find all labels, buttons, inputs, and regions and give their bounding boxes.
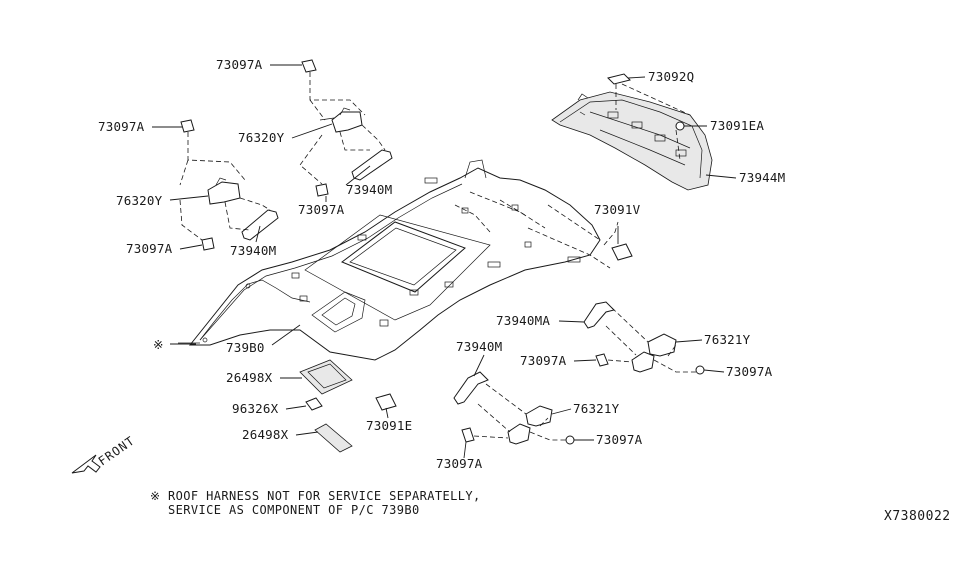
label-76320Y-left: 76320Y	[116, 193, 163, 208]
label-73092Q: 73092Q	[648, 69, 694, 84]
pad-73091E-icon	[375, 393, 397, 411]
label-73940M-left: 73940M	[230, 243, 276, 258]
label-96326X: 96326X	[232, 401, 279, 416]
headlining-panel	[188, 159, 611, 361]
front-arrow-icon	[71, 454, 101, 474]
roof-harness	[178, 279, 311, 344]
left-grip-assembly	[179, 119, 279, 251]
label-73091V: 73091V	[594, 202, 641, 217]
harness-marker: ※	[153, 337, 164, 352]
label-73097A-right-lower-left: 73097A	[436, 456, 483, 471]
leader-lines	[152, 64, 737, 459]
label-73097A-top: 73097A	[216, 57, 263, 72]
label-73097A-mid: 73097A	[298, 202, 345, 217]
right-lower-grip-assembly	[453, 371, 575, 445]
label-73097A-right-upper-right: 73097A	[726, 364, 773, 379]
rear-trim-panel	[551, 91, 713, 191]
label-73097A-left-top: 73097A	[98, 119, 145, 134]
label-73097A-right-lower-right: 73097A	[596, 432, 643, 447]
label-26498X-upper: 26498X	[226, 370, 273, 385]
label-73097A-right-upper-left: 73097A	[520, 353, 567, 368]
label-73091EA: 73091EA	[710, 118, 764, 133]
upper-grip-assembly	[299, 59, 393, 197]
label-76321Y-upper: 76321Y	[704, 332, 751, 347]
note-symbol: ※	[150, 489, 160, 503]
map-lamp-26498X-upper	[299, 359, 353, 395]
label-26498X-lower: 26498X	[242, 427, 289, 442]
label-73091E: 73091E	[366, 418, 412, 433]
label-76320Y-upper: 76320Y	[238, 130, 285, 145]
label-73940MA: 73940MA	[496, 313, 550, 328]
map-lamp-26498X-lower	[314, 423, 353, 453]
note-line-1: ROOF HARNESS NOT FOR SERVICE SEPARATELLY…	[168, 489, 481, 503]
label-73944M: 73944M	[739, 170, 785, 185]
front-label: FRONT	[96, 433, 138, 468]
right-upper-grip-assembly	[583, 301, 705, 375]
lamp-96326X	[305, 397, 323, 411]
clip-73091EA-icon	[675, 121, 685, 131]
note-line-2: SERVICE AS COMPONENT OF P/C 739B0	[168, 503, 420, 517]
front-direction-indicator: FRONT	[71, 433, 138, 474]
label-73940M-right: 73940M	[456, 339, 502, 354]
label-739B0: 739B0	[226, 340, 265, 355]
label-73097A-left-bottom: 73097A	[126, 241, 173, 256]
diagram-code: X7380022	[884, 509, 951, 524]
clip-73092Q-icon	[607, 73, 631, 85]
label-73940M-upper: 73940M	[346, 182, 392, 197]
label-76321Y-lower: 76321Y	[573, 401, 620, 416]
pad-73091V-icon	[611, 243, 633, 261]
